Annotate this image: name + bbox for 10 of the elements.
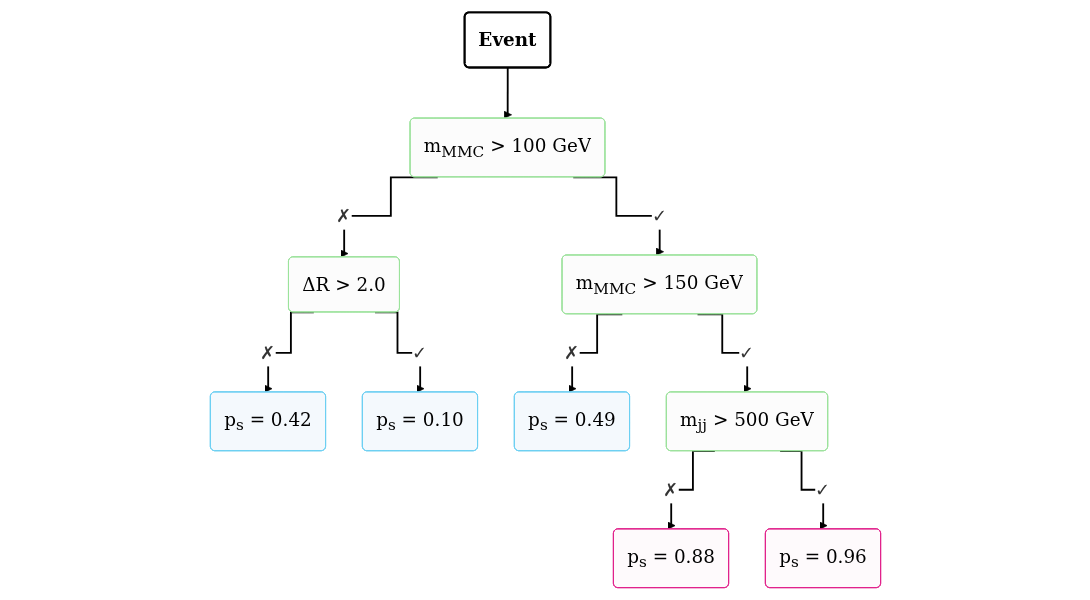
edge-label: ✗ [335,204,352,227]
edge-label: ✓ [738,341,755,364]
arrow [339,176,439,258]
edge-label: ✓ [411,341,428,364]
edge-label: ✗ [662,478,679,501]
edge-label: ✓ [651,204,667,227]
edge-label: ✓ [814,478,831,501]
arrow [503,67,512,119]
edge-label: ✗ [563,341,580,364]
edge-label: ✗ [259,341,276,364]
